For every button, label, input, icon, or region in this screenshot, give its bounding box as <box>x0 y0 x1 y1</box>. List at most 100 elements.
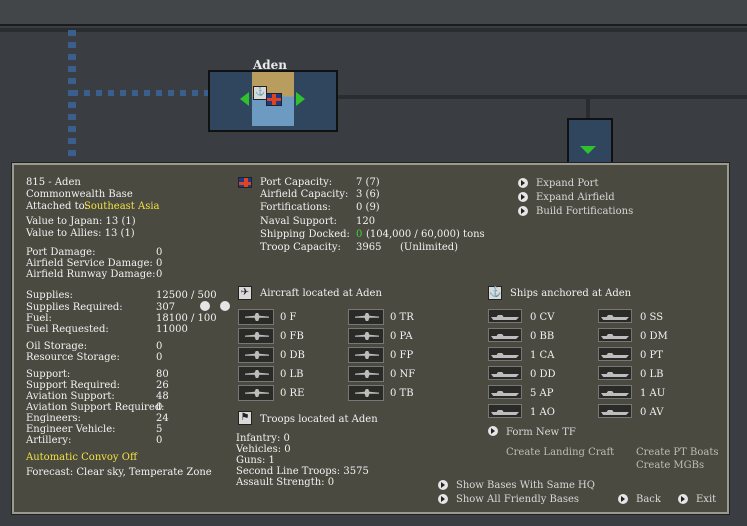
port-capacity-label: Port Capacity: <box>260 177 333 188</box>
show-same-hq-bullet-icon[interactable] <box>438 480 448 490</box>
form-new-tf-button[interactable]: Form New TF <box>506 427 576 438</box>
aircraft-slot-fb[interactable] <box>238 328 274 344</box>
aviation-support-required-label: Aviation Support Required: <box>26 402 165 413</box>
airfield-runway-damage-label: Airfield Runway Damage: <box>26 269 156 280</box>
fortifications-value: 0 (9) <box>356 202 380 213</box>
airfield-service-damage-value: 0 <box>156 258 163 269</box>
aircraft-slot-f[interactable] <box>238 309 274 325</box>
map-road <box>334 95 747 99</box>
attached-hq-link[interactable]: Southeast Asia <box>84 201 160 212</box>
fortifications-label: Fortifications: <box>260 202 331 213</box>
troops-second-line: Second Line Troops: 3575 <box>236 466 369 477</box>
ship-slot-bb[interactable] <box>488 328 522 342</box>
back-bullet-icon[interactable] <box>618 494 628 504</box>
map-road <box>586 95 590 120</box>
supplies-value: 12500 / 500 <box>156 290 217 301</box>
supply-route-dotted <box>72 90 212 96</box>
ship-slot-au[interactable] <box>598 385 632 399</box>
show-all-friendly-bullet-icon[interactable] <box>438 494 448 504</box>
oil-storage-label: Oil Storage: <box>26 341 88 352</box>
decrease-supply-arrow-icon[interactable] <box>200 301 210 311</box>
build-fortifications-button[interactable]: Build Fortifications <box>536 206 634 217</box>
aircraft-slot-lb[interactable] <box>238 366 274 382</box>
ship-slot-lb[interactable] <box>598 366 632 380</box>
base-type: Commonwealth Base <box>26 189 133 200</box>
aircraft-slot-nf[interactable] <box>348 366 384 382</box>
expand-airfield-button[interactable]: Expand Airfield <box>536 192 615 203</box>
ship-count-bb: 0 BB <box>530 331 555 342</box>
aircraft-slot-tb[interactable] <box>348 385 384 401</box>
expand-port-button[interactable]: Expand Port <box>536 178 599 189</box>
aircraft-count-fb: 0 FB <box>280 331 304 342</box>
airfield-capacity-label: Airfield Capacity: <box>260 189 349 200</box>
build-fortifications-bullet-icon[interactable] <box>518 206 528 216</box>
ship-count-ss: 0 SS <box>640 312 664 323</box>
aircraft-count-db: 0 DB <box>280 350 305 361</box>
back-button[interactable]: Back <box>636 494 661 505</box>
shipping-docked-label: Shipping Docked: <box>260 229 350 240</box>
exit-bullet-icon[interactable] <box>678 494 688 504</box>
ship-slot-ao[interactable] <box>488 404 522 418</box>
engineers-label: Engineers: <box>26 413 81 424</box>
increase-supply-arrow-icon[interactable] <box>220 301 230 311</box>
shipping-docked-count: 0 <box>356 229 363 240</box>
airfield-service-damage-label: Airfield Service Damage: <box>26 258 153 269</box>
uk-flag-icon <box>238 177 252 188</box>
port-damage-label: Port Damage: <box>26 247 96 258</box>
resource-storage-value: 0 <box>156 352 163 363</box>
aircraft-slot-pa[interactable] <box>348 328 384 344</box>
ship-slot-ap[interactable] <box>488 385 522 399</box>
create-landing-craft-button[interactable]: Create Landing Craft <box>506 447 615 458</box>
ship-slot-ca[interactable] <box>488 347 522 361</box>
naval-support-value: 120 <box>356 216 376 227</box>
ship-count-pt: 0 PT <box>640 350 663 361</box>
ship-count-av: 0 AV <box>640 407 664 418</box>
airfield-runway-damage-value: 0 <box>156 269 163 280</box>
aircraft-count-fp: 0 FP <box>390 350 414 361</box>
automatic-convoy-toggle[interactable]: Automatic Convoy Off <box>26 452 138 463</box>
show-all-friendly-bases-button[interactable]: Show All Friendly Bases <box>456 494 580 505</box>
aircraft-slot-re[interactable] <box>238 385 274 401</box>
fuel-label: Fuel: <box>26 313 52 324</box>
troops-section-icon: ⚑ <box>238 411 252 425</box>
supplies-label: Supplies: <box>26 290 73 301</box>
supplies-required-label: Supplies Required: <box>26 302 123 313</box>
ship-slot-ss[interactable] <box>598 309 632 323</box>
shipping-docked-tons: (104,000 / 60,000) tons <box>366 229 485 240</box>
resource-storage-label: Resource Storage: <box>26 352 120 363</box>
aircraft-slot-db[interactable] <box>238 347 274 363</box>
create-mgbs-button[interactable]: Create MGBs <box>636 460 705 471</box>
show-bases-same-hq-button[interactable]: Show Bases With Same HQ <box>456 480 595 491</box>
weather-forecast: Forecast: Clear sky, Temperate Zone <box>26 467 212 478</box>
ship-slot-cv[interactable] <box>488 309 522 323</box>
form-new-tf-bullet-icon[interactable] <box>488 426 498 436</box>
expand-port-bullet-icon[interactable] <box>518 178 528 188</box>
troop-capacity-label: Troop Capacity: <box>260 242 341 253</box>
ship-count-dd: 0 DD <box>530 369 556 380</box>
ship-count-ao: 1 AO <box>530 407 555 418</box>
aircraft-count-re: 0 RE <box>280 388 305 399</box>
ship-slot-dd[interactable] <box>488 366 522 380</box>
aircraft-section-icon: ✈ <box>238 286 252 300</box>
aviation-support-label: Aviation Support: <box>26 391 115 402</box>
support-label: Support: <box>26 369 71 380</box>
create-pt-boats-button[interactable]: Create PT Boats <box>636 447 719 458</box>
fuel-requested-label: Fuel Requested: <box>26 324 109 335</box>
ship-slot-av[interactable] <box>598 404 632 418</box>
aircraft-count-pa: 0 PA <box>390 331 413 342</box>
aircraft-count-tb: 0 TB <box>390 388 414 399</box>
expand-airfield-bullet-icon[interactable] <box>518 192 528 202</box>
aircraft-slot-fp[interactable] <box>348 347 384 363</box>
hq-hex-frame[interactable] <box>567 118 613 164</box>
aircraft-slot-tr[interactable] <box>348 309 384 325</box>
airfield-capacity-value: 3 (6) <box>356 189 380 200</box>
exit-button[interactable]: Exit <box>696 494 717 505</box>
engineer-vehicle-label: Engineer Vehicle: <box>26 424 116 435</box>
aviation-support-value: 48 <box>156 391 169 402</box>
ship-slot-dm[interactable] <box>598 328 632 342</box>
ship-slot-pt[interactable] <box>598 347 632 361</box>
base-id-name: 815 - Aden <box>26 177 81 188</box>
engineer-vehicle-value: 5 <box>156 424 163 435</box>
troops-vehicles: Vehicles: 0 <box>236 444 291 455</box>
naval-support-label: Naval Support: <box>260 216 337 227</box>
